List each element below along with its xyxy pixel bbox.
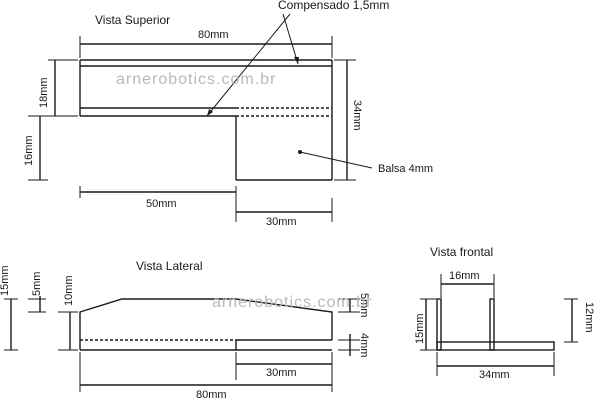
front-view: Vista frontal 16mm 15mm 12mm 34mm	[414, 245, 595, 381]
watermark-top: arnerobotics.com.br	[116, 71, 276, 88]
plywood-leader-1	[206, 13, 291, 117]
side-dim-10: 10mm	[63, 275, 75, 306]
side-dim-30: 30mm	[266, 367, 297, 379]
top-view: Vista Superior Compensado 1,5mm 80mm Bal…	[23, 0, 433, 228]
plywood-leader-2	[282, 13, 299, 65]
side-view: Vista Lateral 15mm 5mm 10mm 5mm 4mm	[0, 259, 370, 400]
front-view-title: Vista frontal	[430, 245, 493, 259]
side-dim-15: 15mm	[0, 265, 11, 296]
balsa-leader	[299, 151, 373, 169]
front-dim-15: 15mm	[414, 313, 426, 344]
dim-top-80: 80mm	[198, 29, 229, 41]
dim-right-34: 34mm	[351, 100, 363, 131]
side-dim-80: 80mm	[196, 389, 227, 400]
dim-bottom-50: 50mm	[146, 198, 177, 210]
balsa-leader-dot	[298, 150, 302, 154]
front-dim-34: 34mm	[479, 369, 510, 381]
top-view-title: Vista Superior	[95, 13, 170, 27]
plywood-leader-arrow-1	[207, 109, 213, 116]
side-dim-5-left: 5mm	[31, 272, 43, 296]
side-view-title: Vista Lateral	[136, 259, 203, 273]
dim-bottom-30: 30mm	[266, 216, 297, 228]
front-dim-12: 12mm	[583, 302, 595, 333]
side-dim-4: 4mm	[358, 333, 370, 357]
watermark-side: arnerobotics.com.br	[212, 294, 372, 311]
front-base-plate	[436, 341, 555, 351]
side-profile-top	[79, 298, 333, 350]
balsa-label: Balsa 4mm	[378, 163, 433, 175]
front-dim-16: 16mm	[449, 270, 480, 282]
side-dim-5-right: 5mm	[358, 293, 370, 317]
dim-left-18: 18mm	[38, 77, 50, 108]
plywood-label: Compensado 1,5mm	[278, 0, 389, 12]
dim-left-16: 16mm	[23, 135, 35, 166]
